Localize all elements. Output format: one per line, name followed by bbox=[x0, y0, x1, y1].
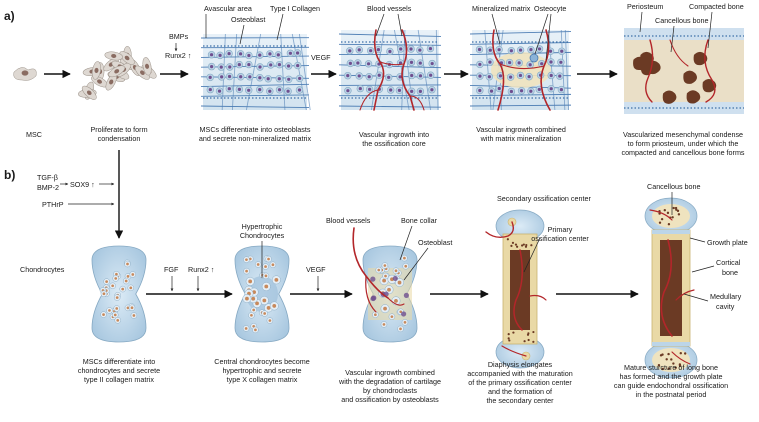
vegf-label-a: VEGF bbox=[311, 53, 331, 62]
osteoblast-matrix-block bbox=[200, 33, 311, 111]
caption-b3-3: by chondroclasts bbox=[363, 386, 417, 395]
caption-mineralization-2: with matrix mineralization bbox=[480, 134, 562, 143]
primary-center-label-2: ossification center bbox=[531, 234, 589, 243]
condensation-cluster bbox=[78, 46, 157, 100]
compacted-pointer bbox=[707, 11, 713, 49]
hypertrophic-label-1: Hypertrophic bbox=[242, 222, 283, 231]
periosteum-label: Periosteum bbox=[627, 2, 663, 11]
caption-b5-1: Mature sturcture of long bone bbox=[624, 363, 718, 372]
caption-condense-1: Vascularized mesenchymal condense bbox=[623, 130, 743, 139]
primary-center-pointer bbox=[523, 237, 541, 273]
hypertrophic-label-2: Chondrocytes bbox=[240, 231, 285, 240]
type-i-collagen-label: Type I Collagen bbox=[270, 4, 320, 13]
caption-b3-2: with the degradation of cartilage bbox=[338, 377, 441, 386]
growth-plate-pointer bbox=[689, 237, 706, 243]
caption-ingrowth-1: Vascular ingrowth into bbox=[359, 130, 429, 139]
caption-b3-1: Vascular ingrowth combined bbox=[345, 368, 435, 377]
caption-b4-3: of the primary ossification center bbox=[468, 378, 572, 387]
caption-b1-3: type II collagen matrix bbox=[84, 375, 154, 384]
cancellous-label-a: Cancellous bone bbox=[655, 16, 709, 25]
msc-cell bbox=[13, 67, 37, 81]
growth-plate-label: Growth plate bbox=[707, 238, 748, 247]
osteoblast-pointer-a bbox=[239, 24, 245, 45]
bone-collar-label: Bone collar bbox=[401, 216, 438, 225]
vessel-pointer-a1 bbox=[375, 13, 385, 37]
chondrocytes-label: Chondrocytes bbox=[20, 265, 65, 274]
caption-b2-2: hypertrophic and secrete bbox=[222, 366, 301, 375]
cortical-pointer bbox=[691, 265, 715, 273]
mature-long-bone bbox=[644, 197, 698, 379]
runx2-label-b: Runx2 ↑ bbox=[188, 265, 214, 274]
vegf-label-b: VEGF bbox=[306, 265, 326, 274]
pthrp-label: PTHrP bbox=[42, 200, 64, 209]
caption-b2-1: Central chondrocytes become bbox=[214, 357, 309, 366]
caption-b4-2: accompanied with the maturation bbox=[467, 369, 572, 378]
medullary-pointer bbox=[683, 293, 709, 302]
caption-b5-4: in the postnatal period bbox=[636, 390, 707, 399]
avascular-area-label: Avascular area bbox=[204, 4, 252, 13]
cancellous-pointer-a bbox=[670, 25, 675, 53]
cancellous-label-b: Cancellous bone bbox=[647, 182, 701, 191]
caption-ingrowth-2: the ossification core bbox=[362, 139, 426, 148]
elongating-diaphysis bbox=[485, 209, 547, 369]
periosteum-bone-block bbox=[624, 28, 744, 114]
osteoblast-label-b: Osteoblast bbox=[418, 238, 452, 247]
vascular-ingrowth-block bbox=[338, 29, 442, 111]
caption-b5-3: can guide endochondral ossification bbox=[614, 381, 728, 390]
caption-b5-2: has formed and the growth plate bbox=[619, 372, 722, 381]
panel-b-label: b) bbox=[4, 168, 15, 182]
caption-b4-4: and the formation of bbox=[488, 387, 552, 396]
cartilage-anlage-1 bbox=[91, 245, 147, 343]
bmp2-label: BMP-2 bbox=[37, 183, 59, 192]
mineralization-block bbox=[469, 29, 572, 111]
mineralized-matrix-label: Mineralized matrix bbox=[472, 4, 531, 13]
caption-condense-3: compacted and cancellous bone forms bbox=[621, 148, 744, 157]
sox9-label: SOX9 ↑ bbox=[70, 180, 95, 189]
cortical-label-1: Cortical bbox=[716, 258, 741, 267]
bone-collar-pointer bbox=[399, 225, 413, 261]
osteoblast-label-a: Osteoblast bbox=[231, 15, 265, 24]
osteoblast-pointer-b bbox=[403, 247, 429, 281]
caption-condense-2: to form priosteum, under which the bbox=[628, 139, 739, 148]
osteocyte-label: Osteocyte bbox=[534, 4, 566, 13]
panel-a-label: a) bbox=[4, 9, 15, 23]
caption-b3-4: and ossification by osteoblasts bbox=[341, 395, 439, 404]
caption-mineralization-1: Vascular ingrowth combined bbox=[476, 125, 566, 134]
caption-msc: MSC bbox=[26, 130, 42, 139]
bmps-label: BMPs bbox=[169, 32, 189, 41]
osteocyte-pointer-2 bbox=[545, 13, 552, 61]
caption-differentiate-2: and secrete non-mineralized matrix bbox=[199, 134, 312, 143]
caption-b4-5: the secondary center bbox=[486, 396, 554, 405]
tgf-label: TGF-β bbox=[37, 173, 58, 182]
medullary-label-2: cavity bbox=[716, 302, 735, 311]
mineralized-pointer bbox=[491, 13, 501, 45]
blood-vessels-label-a: Blood vessels bbox=[367, 4, 412, 13]
caption-b1-1: MSCs differentiate into bbox=[83, 357, 156, 366]
hypertrophic-anlage bbox=[234, 245, 290, 343]
caption-b2-3: type X collagen matrix bbox=[227, 375, 298, 384]
secondary-center-label: Secondary ossification center bbox=[497, 194, 591, 203]
medullary-label-1: Medullary bbox=[710, 292, 742, 301]
blood-vessels-label-b: Blood vessels bbox=[326, 216, 371, 225]
compacted-bone-label: Compacted bone bbox=[689, 2, 744, 11]
caption-differentiate-1: MSCs differentiate into osteoblasts bbox=[200, 125, 311, 134]
periosteum-pointer bbox=[639, 11, 643, 33]
osteocyte-pointer-1 bbox=[534, 13, 549, 55]
runx2-label-a: Runx2 ↑ bbox=[165, 51, 191, 60]
vessel-pointer-a2 bbox=[397, 13, 403, 37]
caption-b4-1: Diaphysis elongates bbox=[488, 360, 553, 369]
caption-proliferate-1: Proliferate to form bbox=[90, 125, 147, 134]
cortical-label-2: bone bbox=[722, 268, 738, 277]
primary-center-label-1: Primary bbox=[548, 225, 573, 234]
caption-proliferate-2: condensation bbox=[98, 134, 141, 143]
vascular-anlage bbox=[352, 227, 418, 343]
fgf-label: FGF bbox=[164, 265, 179, 274]
collagen-pointer bbox=[276, 13, 284, 41]
caption-b1-2: chondrocytes and secrete bbox=[78, 366, 160, 375]
